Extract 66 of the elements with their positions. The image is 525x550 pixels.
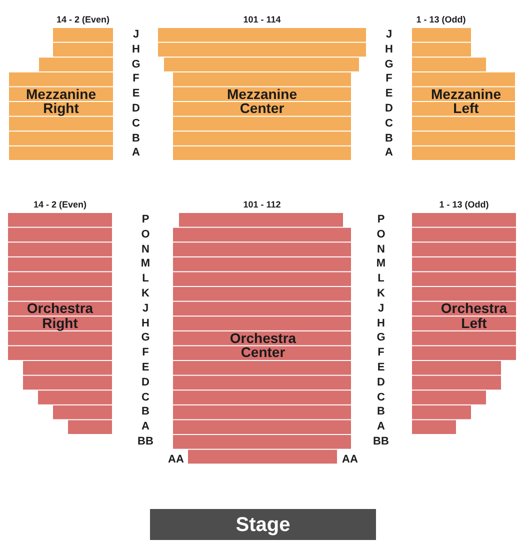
row-letter: F [132, 74, 140, 85]
row-letter: AA [168, 454, 184, 466]
row-letter: O [141, 229, 150, 240]
row-letter: F [386, 74, 392, 85]
row-letter: C [142, 392, 150, 403]
row-letter: A [142, 422, 150, 433]
row-letter: J [142, 303, 149, 314]
row-letter: A [132, 148, 140, 159]
stage-label: Stage [236, 514, 290, 536]
seat-range: 101 - 112 [243, 200, 281, 210]
row-letter: D [132, 103, 140, 114]
row-letter: H [132, 44, 140, 56]
row-letter: J [132, 29, 140, 40]
row-letter: B [142, 406, 150, 418]
row-letter: H [377, 318, 385, 329]
row-letter: H [385, 44, 393, 56]
row-letter: J [386, 29, 392, 40]
row-letter: L [142, 274, 149, 285]
row-letter: N [142, 244, 150, 255]
row-letter: G [376, 332, 386, 344]
row-letter: C [377, 392, 385, 403]
row-letter: J [378, 303, 384, 314]
row-letter: AA [342, 454, 358, 466]
row-letter: O [376, 229, 386, 240]
row-letter: G [132, 59, 140, 70]
row-letter: N [377, 244, 385, 255]
row-letter: D [142, 377, 150, 388]
section-name: Mezzanine Center [227, 86, 297, 116]
section-name: Orchestra Left [440, 301, 508, 331]
row-letter: M [140, 258, 150, 270]
row-letter: F [378, 348, 384, 359]
seat-range: 1 - 13 (Odd) [416, 16, 466, 24]
row-letter: B [385, 133, 393, 144]
row-letter: B [377, 406, 385, 418]
row-letter: E [142, 362, 150, 374]
row-letter: B [132, 133, 140, 144]
section-name: Mezzanine Right [26, 86, 96, 116]
row-letter: P [142, 214, 150, 226]
row-letter: C [385, 118, 393, 130]
row-letter: K [377, 288, 385, 300]
section-name: Orchestra Center [230, 330, 296, 360]
row-letter: D [385, 103, 393, 114]
row-letter: D [377, 377, 385, 388]
section-name: Orchestra Right [26, 301, 94, 331]
row-letter: A [385, 148, 393, 159]
row-letter: E [385, 88, 393, 100]
row-letter: K [142, 288, 150, 300]
seat-range: 14 - 2 (Even) [56, 16, 110, 24]
seat-range: 101 - 114 [243, 16, 281, 24]
row-letter: BB [138, 436, 154, 448]
row-letter: F [142, 348, 149, 359]
stage-block [150, 509, 376, 540]
row-letter: G [384, 59, 394, 70]
row-letter: M [376, 258, 386, 270]
seat-range: 14 - 2 (Even) [33, 200, 87, 210]
section-name: Mezzanine Left [431, 86, 501, 116]
row-letter: C [132, 118, 140, 130]
row-letter: P [377, 214, 385, 226]
row-letter: A [377, 422, 385, 433]
seat-range: 1 - 13 (Odd) [439, 200, 489, 210]
row-letter: H [142, 318, 150, 329]
row-letter: E [377, 362, 385, 374]
row-letter: E [132, 88, 140, 100]
row-letter: L [378, 274, 384, 285]
row-letter: BB [373, 436, 389, 448]
row-letter: G [141, 332, 150, 344]
